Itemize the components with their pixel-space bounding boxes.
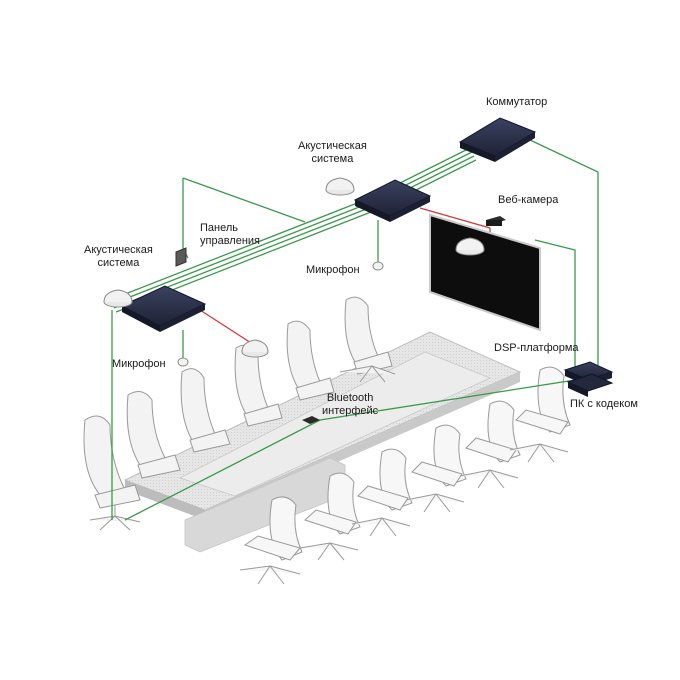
speaker-right <box>325 177 355 196</box>
display-screen <box>429 213 541 332</box>
speaker-center <box>455 237 485 256</box>
label-control-panel-line2: управления <box>200 235 260 247</box>
mic-center-device <box>372 261 384 271</box>
chair <box>180 368 231 453</box>
speaker-left <box>103 289 133 308</box>
chair <box>234 344 283 427</box>
chair <box>83 415 141 531</box>
label-switch: Коммутатор <box>486 96 548 108</box>
center-hub-device <box>353 179 432 222</box>
label-control-panel-line1: Панель <box>200 222 239 234</box>
webcam-device <box>486 216 506 226</box>
switch-device <box>458 117 537 162</box>
label-control-panel: Панель управления <box>200 222 260 248</box>
control-panel-device <box>175 247 187 267</box>
left-hub-device <box>120 285 207 332</box>
pc-codec-device <box>566 373 614 397</box>
label-bluetooth-line2: интерфейс <box>322 405 379 417</box>
label-speaker-right-line2: система <box>311 153 354 165</box>
chair <box>459 400 521 489</box>
mic-left-device <box>177 357 189 367</box>
label-mic-center: Микрофон <box>306 264 360 276</box>
label-pc-codec: ПК с кодеком <box>570 398 638 410</box>
label-dsp: DSP-платформа <box>494 342 579 354</box>
chair <box>405 424 467 513</box>
label-speaker-left: Акустическая система <box>84 244 153 270</box>
chair <box>299 472 361 561</box>
speaker-table <box>241 339 269 358</box>
label-speaker-left-line2: система <box>97 257 140 269</box>
chair <box>509 366 571 463</box>
label-webcam: Веб-камера <box>498 194 559 206</box>
chair <box>286 320 335 401</box>
chair <box>351 448 413 537</box>
label-bluetooth-line1: Bluetooth <box>326 392 374 404</box>
chairs-back-row <box>83 296 396 531</box>
chair <box>126 390 181 479</box>
chair <box>339 296 396 383</box>
label-speaker-right: Акустическая система <box>298 140 367 166</box>
label-speaker-right-line1: Акустическая <box>298 140 367 152</box>
chairs-front-row <box>239 366 571 585</box>
label-speaker-left-line1: Акустическая <box>84 244 153 256</box>
bluetooth-interface-device <box>302 416 320 424</box>
label-bluetooth: Bluetooth интерфейс <box>322 392 378 418</box>
label-mic-left: Микрофон <box>112 358 166 370</box>
